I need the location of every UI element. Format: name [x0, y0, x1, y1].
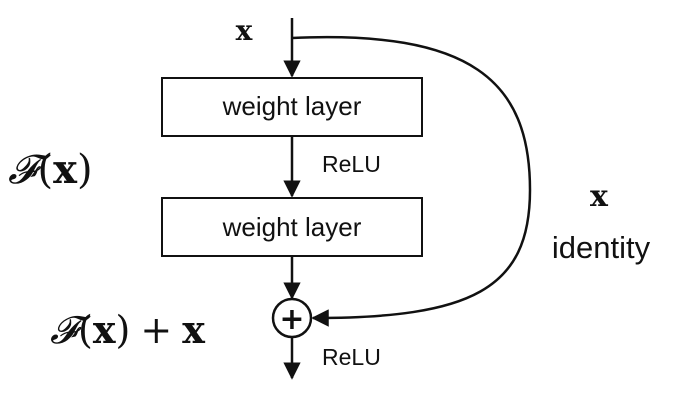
identity-shortcut-arrow: [291, 35, 532, 327]
identity-label: identity: [552, 230, 651, 265]
residual-function-label: 𝓕(x): [8, 146, 93, 193]
weight-layer-2-label: weight layer: [222, 212, 362, 242]
input-label: x: [236, 14, 253, 47]
shortcut-var-label: x: [590, 179, 609, 214]
weight-layer-2-box: [161, 197, 423, 257]
relu-output-label: ReLU: [322, 344, 381, 370]
sum-expression-label: 𝓕(x)+x: [50, 307, 205, 352]
weight-layer-1-label: weight layer: [222, 91, 362, 121]
plus-icon: +: [279, 302, 304, 337]
relu-middle-label: ReLU: [322, 151, 381, 177]
